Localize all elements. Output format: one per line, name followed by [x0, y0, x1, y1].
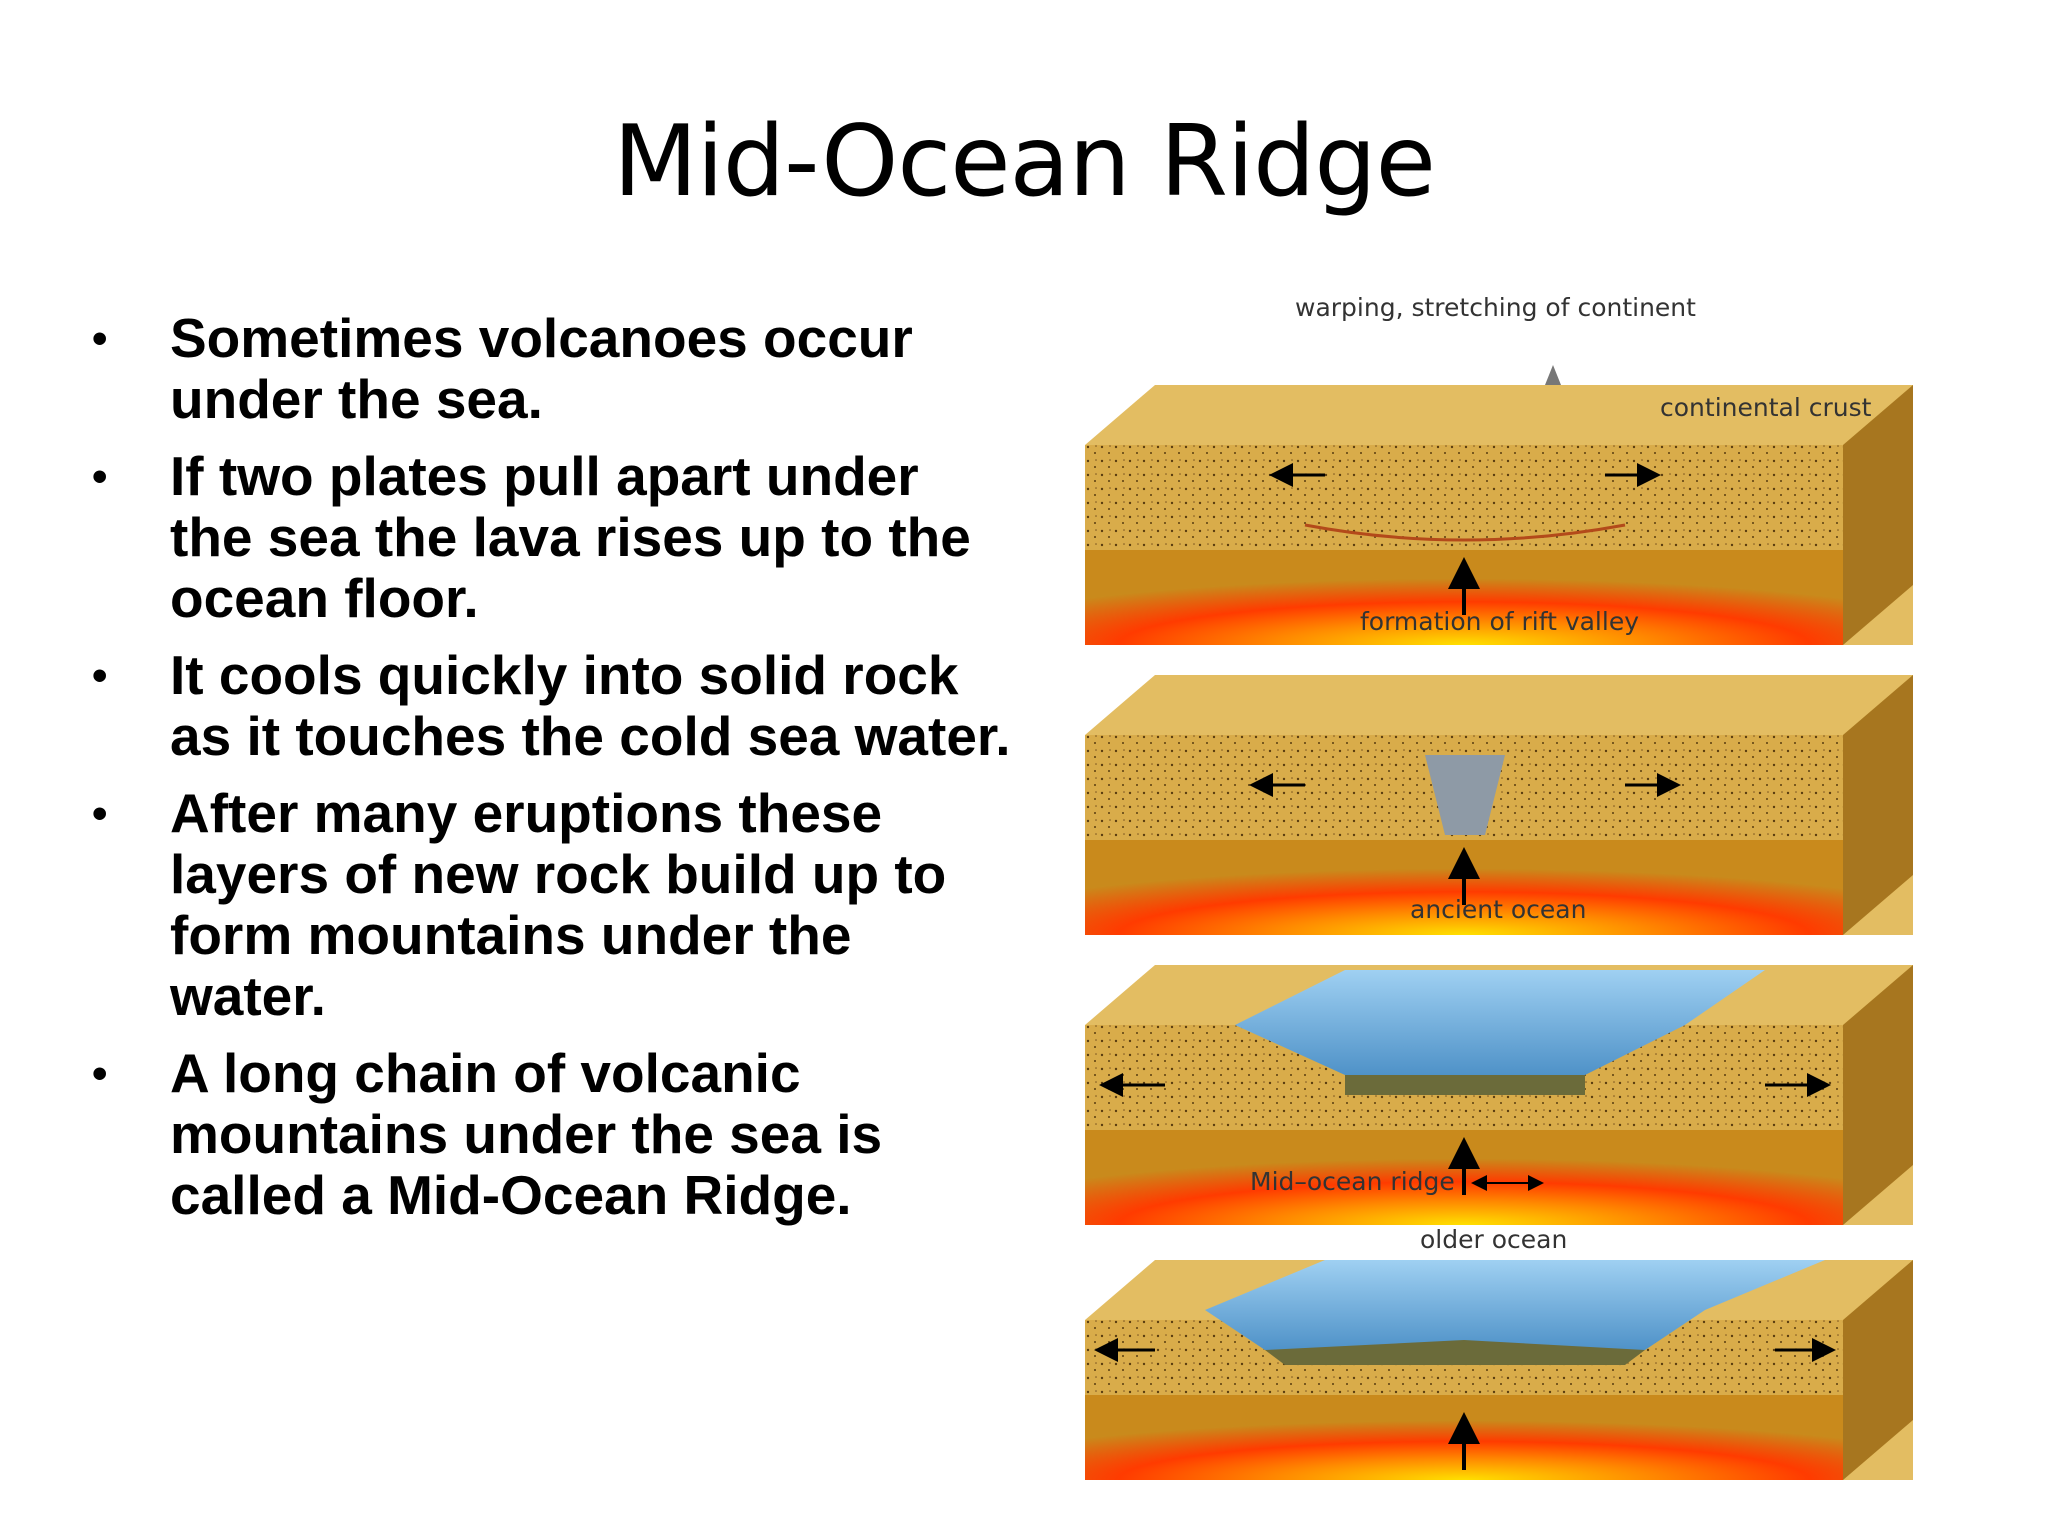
bullet-dot: •: [92, 1049, 108, 1098]
rift-valley: [1425, 755, 1505, 835]
panel-side: [1843, 965, 1913, 1225]
rift-diagram-svg: [1085, 365, 1913, 1480]
panel-rift-valley: [1085, 675, 1913, 935]
bullet-dot: •: [92, 651, 108, 700]
bullet-text: After many eruptions these layers of new…: [170, 782, 947, 1027]
bullet-item: • After many eruptions these layers of ne…: [92, 783, 1012, 1027]
panel-side: [1843, 1260, 1913, 1480]
ocean-water: [1205, 1260, 1825, 1350]
bullet-list: • Sometimes volcanoes occur under the sea…: [92, 308, 1012, 1242]
panel-older-ocean: [1085, 1260, 1913, 1480]
bullet-item: • A long chain of volcanic mountains unde…: [92, 1043, 1012, 1226]
panel-label-ancient-ocean: ancient ocean: [1410, 895, 1587, 924]
continental-crust-label: continental crust: [1660, 393, 1872, 422]
bullet-text: It cools quickly into solid rock as it t…: [170, 644, 1011, 767]
panel-label-rift-valley: formation of rift valley: [1360, 607, 1640, 636]
bullet-dot: •: [92, 452, 108, 501]
ridge-rock: [1265, 1340, 1645, 1365]
bullet-dot: •: [92, 314, 108, 363]
panel-warping: [1085, 365, 1913, 645]
panel-label-older-ocean: older ocean: [1420, 1225, 1568, 1254]
rift-diagram: warping, stretching of continent contine…: [1080, 285, 1930, 1485]
bullet-text: A long chain of volcanic mountains under…: [170, 1042, 883, 1226]
bullet-dot: •: [92, 789, 108, 838]
volcano-icon: [1545, 365, 1561, 385]
panel-ancient-ocean: [1085, 965, 1913, 1225]
ocean-water: [1235, 970, 1765, 1075]
bullet-item: • It cools quickly into solid rock as it …: [92, 645, 1012, 767]
bullet-item: • Sometimes volcanoes occur under the sea…: [92, 308, 1012, 430]
panel-label-warping: warping, stretching of continent: [1295, 293, 1696, 322]
bullet-text: Sometimes volcanoes occur under the sea.: [170, 307, 913, 430]
slide-title: Mid-Ocean Ridge: [613, 105, 1436, 219]
panel-side: [1843, 675, 1913, 935]
panel-side: [1843, 385, 1913, 645]
bullet-item: • If two plates pull apart under the sea …: [92, 446, 1012, 629]
mid-ocean-ridge-label: Mid–ocean ridge: [1250, 1167, 1455, 1196]
bullet-text: If two plates pull apart under the sea t…: [170, 445, 971, 629]
ocean-floor: [1345, 1075, 1585, 1095]
fault-line: [1304, 523, 1626, 542]
